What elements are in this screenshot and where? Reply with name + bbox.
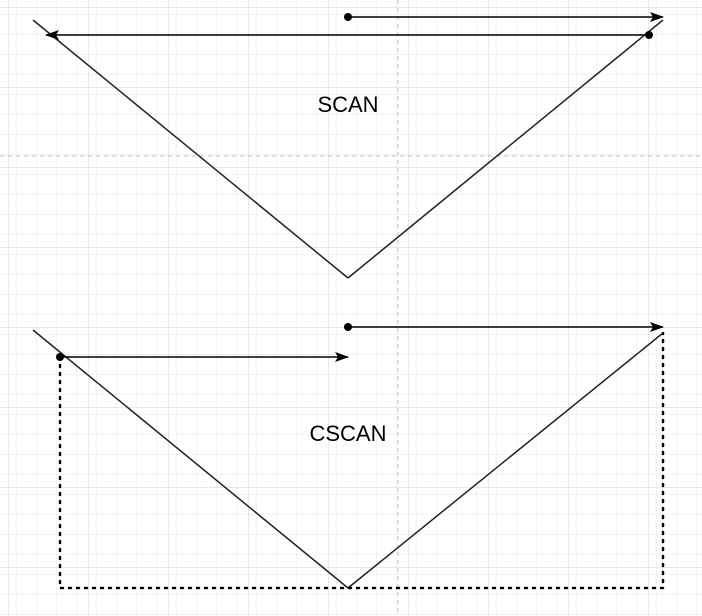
cscan-label: CSCAN <box>309 421 386 446</box>
scan-edge-left <box>32 19 349 279</box>
cscan-edge-left <box>32 329 349 589</box>
cscan-diagram: CSCAN <box>32 322 665 590</box>
cscan-edge-right <box>347 332 664 589</box>
cscan-dotted-frame <box>58 331 665 590</box>
scan-label: SCAN <box>317 92 378 117</box>
scan-diagram: SCAN <box>32 12 664 279</box>
scan-edge-right <box>347 19 664 279</box>
